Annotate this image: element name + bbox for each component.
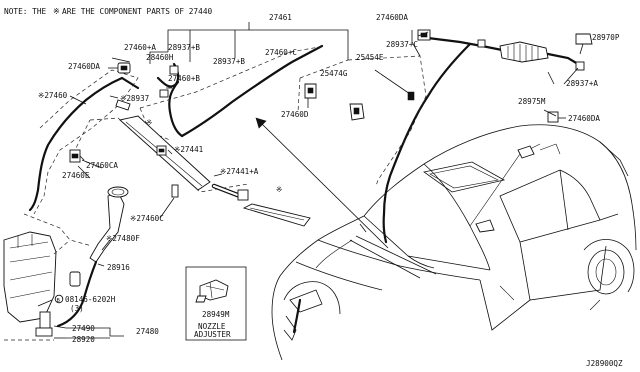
note-suffix: ARE THE COMPONENT PARTS OF 27440 — [62, 7, 213, 16]
label-28949M: 28949M — [202, 310, 230, 319]
star-mark-a: ※ — [146, 118, 152, 127]
label-28937B-top: 28937+B — [168, 43, 200, 52]
label-27480: 27480 — [136, 327, 159, 336]
label-28920: 28920 — [72, 335, 95, 344]
label-27460DA-top: 27460DA — [376, 13, 408, 22]
label-27460DA-right: 27460DA — [568, 114, 600, 123]
label-27480F: ※27480F — [106, 234, 140, 243]
label-27461: 27461 — [269, 13, 292, 22]
label-28460H: 28460H — [146, 53, 174, 62]
diagram-code: J28900QZ — [586, 359, 623, 368]
hose-channel — [69, 115, 311, 227]
label-28937C: 28937+C — [386, 40, 418, 49]
label-27460-main: ※27460 — [38, 91, 68, 100]
left-hose-assembly — [28, 62, 140, 215]
label-nozzle-adjuster-2: ADJUSTER — [194, 330, 231, 339]
label-27460D: 27460D — [281, 110, 309, 119]
nozzle-adjuster-box — [185, 266, 247, 341]
washer-tank — [3, 186, 129, 341]
label-27460CA: 27460CA — [86, 161, 118, 170]
part-labels: 27461 27460DA 28970P 27460+A 28937+B 284… — [38, 13, 623, 368]
leader-lines — [69, 31, 579, 267]
note-prefix: NOTE: THE — [4, 7, 47, 16]
label-28937-left: ※28937 — [120, 94, 149, 103]
vehicle-illustration — [271, 124, 637, 361]
label-08146: 08146-6202H — [65, 295, 116, 304]
pointer-arrows — [255, 117, 389, 249]
label-27460B: 27460+B — [168, 74, 200, 83]
label-28937A: 28937+A — [566, 79, 598, 88]
upper-right-assembly — [297, 29, 593, 244]
label-27460A-top: 27460+A — [124, 43, 156, 52]
label-25474G: 25474G — [320, 69, 348, 78]
label-28970P: 28970P — [592, 33, 620, 42]
label-28916: 28916 — [107, 263, 130, 272]
center-hose-assembly — [109, 44, 326, 141]
star-mark-b: ※ — [276, 185, 282, 194]
label-27460DA-left: 27460DA — [68, 62, 100, 71]
label-27490: 27490 — [72, 324, 95, 333]
label-27460E: 27460E — [62, 171, 90, 180]
note-mark: ※ — [53, 7, 60, 16]
label-08146-qty: (3) — [70, 304, 84, 313]
label-nozzle-adjuster-1: NOZZLE — [198, 322, 226, 331]
label-28937B-mid: 28937+B — [213, 57, 245, 66]
label-27441A: ※27441+A — [220, 167, 259, 176]
label-28975M: 28975M — [518, 97, 546, 106]
label-27441: ※27441 — [174, 145, 204, 154]
bolt-mark: B — [57, 298, 61, 304]
top-callout-lines — [149, 22, 421, 64]
header-note: NOTE: THE ※ ARE THE COMPONENT PARTS OF 2… — [4, 7, 213, 16]
label-25454E: 25454E — [356, 53, 384, 62]
label-27460C-top: 27460+C — [265, 48, 297, 57]
label-27460C-low: ※27460C — [130, 214, 164, 223]
